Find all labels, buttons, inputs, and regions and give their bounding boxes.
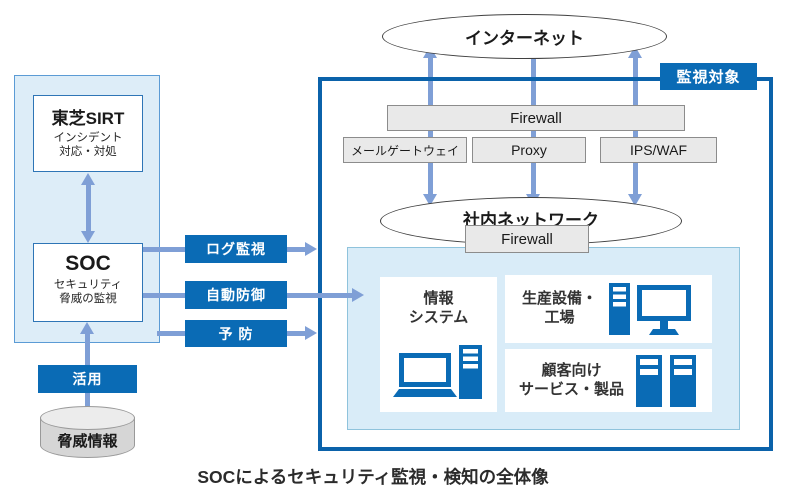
action-prevention: 予 防 <box>185 320 287 347</box>
sirt-soc-arrow-up <box>81 173 95 185</box>
prevention-arrowhead <box>305 326 317 340</box>
prevention-line-right <box>287 331 305 336</box>
soc-title: SOC <box>65 252 111 275</box>
diagram-title: SOCによるセキュリティ監視・検知の全体像 <box>197 467 549 487</box>
asset-customer: 顧客向け サービス・製品 <box>505 349 712 412</box>
auto-defense-arrowhead <box>352 288 364 302</box>
dual-server-icon <box>636 354 696 407</box>
intranet-ellipse: 社内ネットワーク <box>380 197 682 245</box>
sirt-card: 東芝SIRT インシデント 対応・対処 <box>33 95 143 172</box>
server-monitor-icon <box>609 283 691 335</box>
prevention-line-left <box>157 331 185 336</box>
sirt-soc-arrow-down <box>81 231 95 243</box>
gateway-proxy: Proxy <box>472 137 586 163</box>
sirt-title: 東芝SIRT <box>51 109 125 128</box>
sirt-soc-arrow-line <box>86 184 91 232</box>
threat-db-label: 脅威情報 <box>57 433 118 450</box>
asset-info-system: 情報 システム <box>380 277 497 412</box>
threat-db-label-wrap: 脅威情報 <box>40 430 135 451</box>
laptop-server-icon <box>393 345 482 399</box>
action-log-monitor: ログ監視 <box>185 235 287 263</box>
log-monitor-line-right <box>287 247 305 252</box>
intranet-label: 社内ネットワーク <box>463 210 599 230</box>
firewall-top-bar: Firewall <box>387 105 685 131</box>
log-monitor-arrowhead <box>305 242 317 256</box>
threat-up-arrowhead <box>80 322 94 334</box>
soc-card: SOC セキュリティ 脅威の監視 <box>33 243 143 322</box>
internet-ellipse: インターネット <box>382 14 667 59</box>
internet-label: インターネット <box>465 29 584 48</box>
action-auto-defense: 自動防御 <box>185 281 287 309</box>
auto-defense-line-right <box>287 293 352 298</box>
threat-db-top <box>40 406 135 430</box>
asset-production: 生産設備・ 工場 <box>505 275 712 343</box>
monitored-tag: 監視対象 <box>660 63 757 90</box>
gateway-mail: メールゲートウェイ <box>343 137 467 163</box>
firewall-inner-box: Firewall <box>465 225 589 253</box>
gateway-ips-waf: IPS/WAF <box>600 137 717 163</box>
utilize-label: 活用 <box>38 365 137 393</box>
auto-defense-line-left <box>143 293 185 298</box>
log-monitor-line-left <box>143 247 185 252</box>
